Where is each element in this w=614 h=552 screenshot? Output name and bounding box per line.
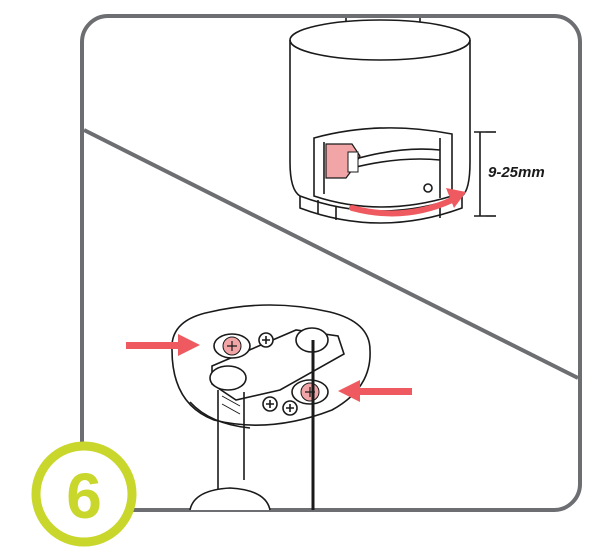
- rotate-arrow-head: [446, 188, 466, 208]
- arrow-icon-left: [126, 334, 200, 356]
- screw-icon-right: [291, 379, 329, 405]
- ceiling-divider-line: [83, 128, 579, 380]
- step-number: 6: [66, 460, 102, 532]
- dimension-label: 9-25mm: [488, 164, 545, 181]
- screw-icon: [213, 333, 251, 359]
- latch-inner: [347, 151, 359, 173]
- arrow-icon-right: [338, 380, 412, 402]
- frame: [80, 14, 582, 512]
- rotate-arrow-icon: [349, 197, 455, 217]
- rod-hatch: [221, 395, 241, 415]
- step-circle: [31, 441, 137, 547]
